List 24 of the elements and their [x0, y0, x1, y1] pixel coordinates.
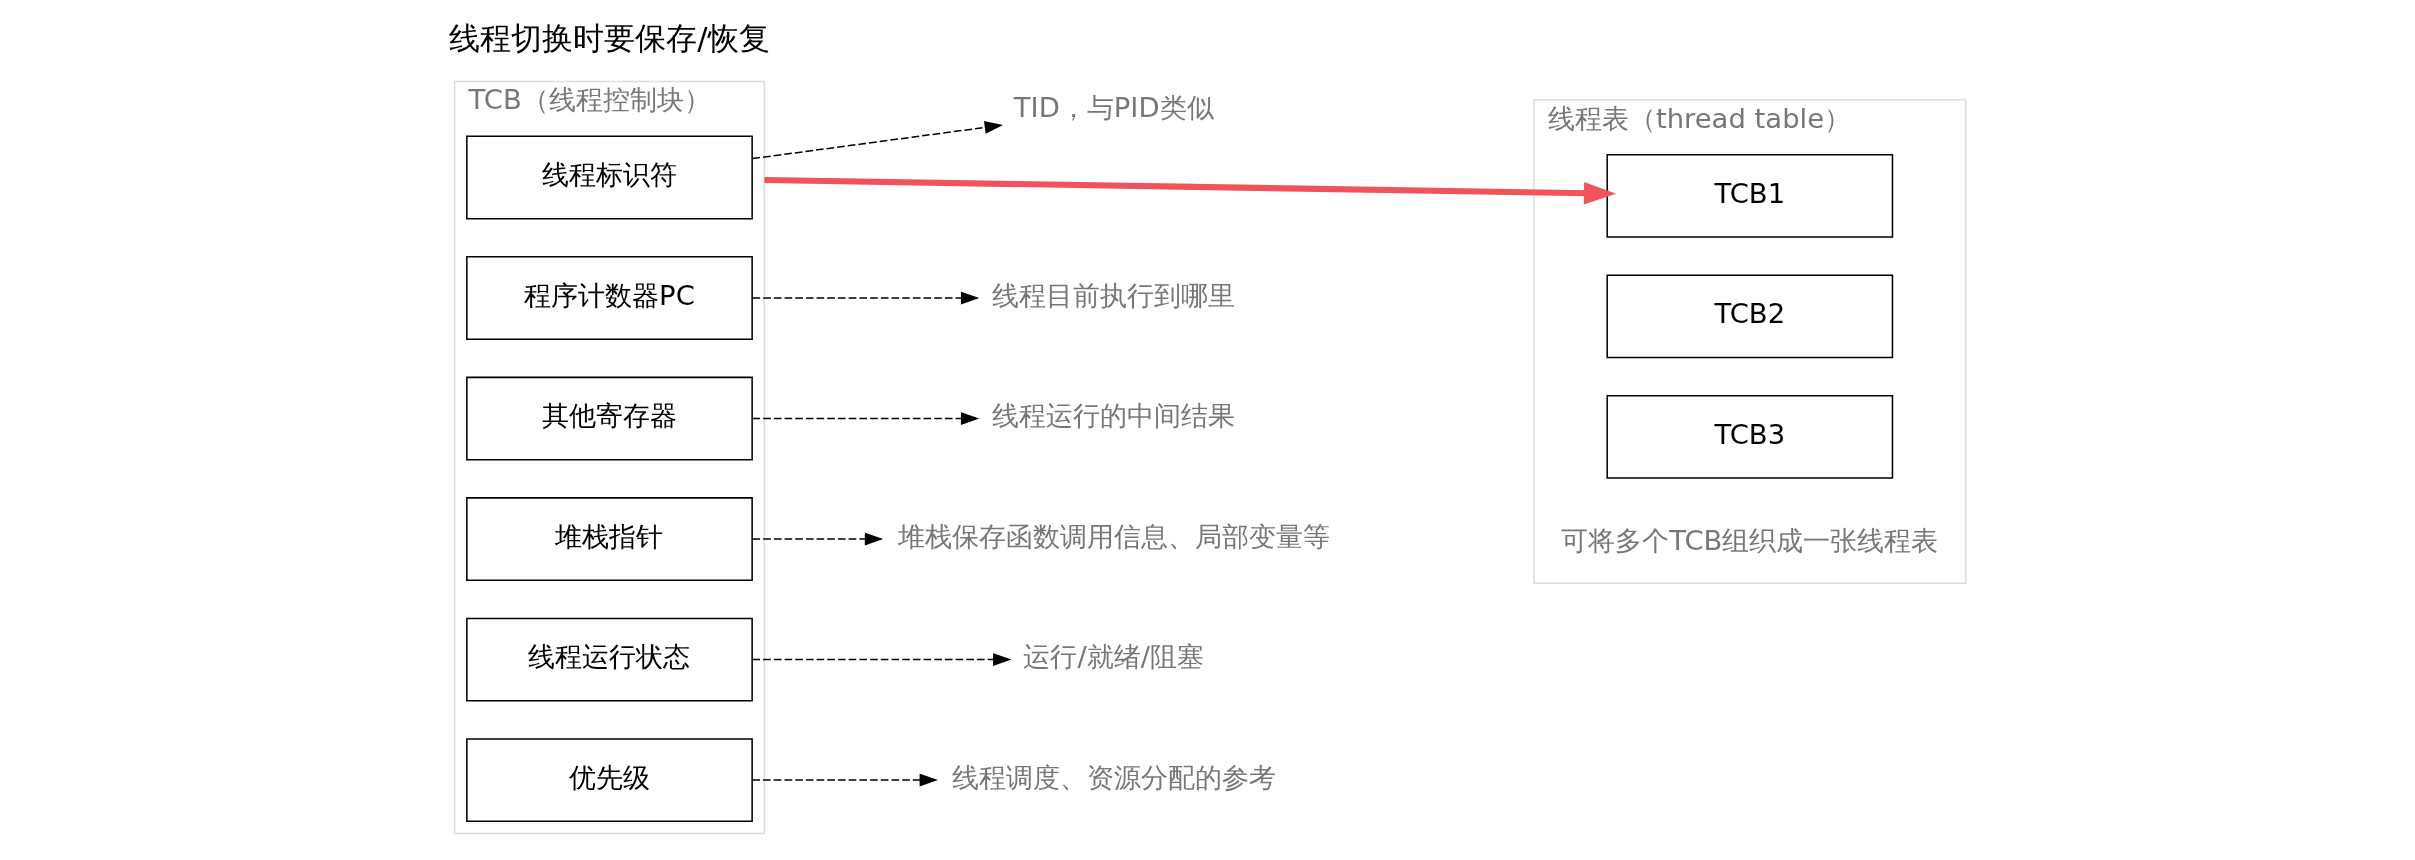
node-box: 优先级: [466, 738, 753, 823]
node-box: 线程运行状态: [466, 617, 753, 702]
arrow: [764, 176, 1617, 205]
node-box: 堆栈指针: [466, 497, 753, 582]
arrow: [751, 291, 980, 305]
node-text: 线程调度、资源分配的参考: [951, 761, 1276, 793]
arrow: [751, 412, 980, 425]
node-box: 程序计数器PC: [466, 256, 753, 340]
label: 线程切换时要保存/恢复: [449, 21, 770, 57]
node-box: 线程标识符: [466, 135, 753, 220]
node-text: 线程运行的中间结果: [992, 400, 1236, 432]
arrow: [751, 532, 884, 546]
node-box: TCB3: [1606, 394, 1894, 479]
node-box: 其他寄存器: [466, 376, 753, 461]
node-box: TCB1: [1606, 153, 1894, 238]
arrow: [751, 653, 1012, 666]
node-label: 可将多个TCB组织成一张线程表: [1561, 525, 1939, 557]
node-text: 运行/就绪/阻塞: [1023, 641, 1204, 673]
node-text: 线程目前执行到哪里: [992, 279, 1236, 311]
arrow: [751, 121, 1003, 160]
node-text: 堆栈保存函数调用信息、局部变量等: [897, 520, 1330, 552]
node-box: TCB2: [1606, 274, 1894, 359]
node-text: TID，与PID类似: [1013, 92, 1214, 124]
arrow: [751, 773, 938, 787]
